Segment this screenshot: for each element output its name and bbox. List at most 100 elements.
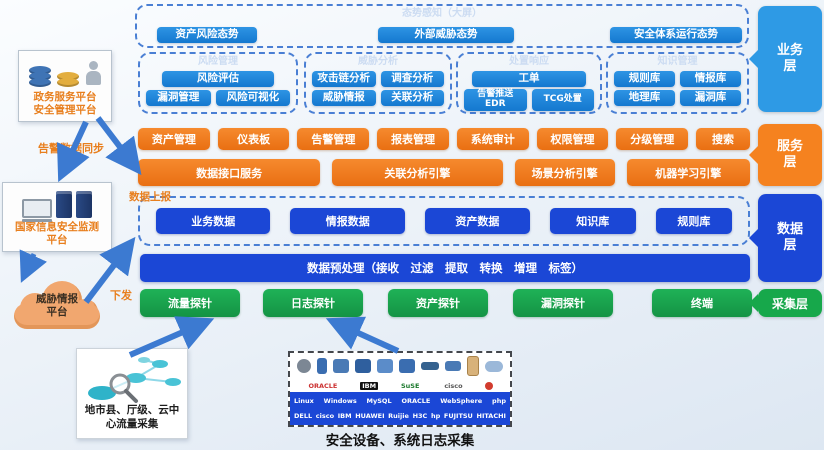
layer-tag-label: 数据层 — [776, 221, 803, 253]
service-grading-mgmt: 分级管理 — [616, 128, 689, 150]
service-alert-mgmt: 告警管理 — [297, 128, 370, 150]
vendor-logo: cisco — [315, 411, 335, 420]
router-icon — [445, 361, 461, 371]
data-layer-group: 业务数据 情报数据 资产数据 知识库 规则库 — [138, 196, 750, 246]
vendor-logo: HUAWEI — [355, 411, 385, 420]
data-knowledge-base: 知识库 — [549, 208, 636, 234]
pill-threat-intel: 威胁情报 — [312, 90, 376, 106]
globe-icon — [297, 359, 311, 373]
pill-rule-base: 规则库 — [614, 71, 675, 87]
gov-platform-icons — [29, 60, 101, 87]
vendor-logo: Linux — [294, 397, 314, 406]
logos-caption: 安全设备、系统日志采集 — [325, 433, 475, 449]
pill-vuln-management: 漏洞管理 — [146, 90, 211, 106]
pill-security-system-situation: 安全体系运行态势 — [610, 27, 742, 43]
brand-chip: cisco — [444, 381, 463, 390]
vendor-band: Linux Windows MySQL ORACLE WebSphere php… — [290, 392, 510, 425]
network-topology-icon — [88, 357, 181, 403]
service-report-mgmt: 报表管理 — [377, 128, 449, 150]
data-rule-base: 规则库 — [655, 208, 733, 234]
vendor-logo: DELL — [294, 411, 313, 420]
threat-intel-cloud-label: 威胁情报 平台 — [36, 293, 78, 318]
group-title: 处置响应 — [509, 56, 549, 67]
dispatch-label: 下发 — [110, 289, 132, 302]
arrow-logs-to-probe — [325, 316, 400, 354]
pill-investigation-analysis: 调查分析 — [380, 71, 444, 87]
layer-tag-data: 数据层 — [758, 194, 822, 282]
probe-asset: 资产探针 — [388, 289, 488, 317]
vendor-logo: hp — [430, 411, 441, 420]
group-title: 知识管理 — [657, 56, 698, 67]
data-asset: 资产数据 — [424, 208, 530, 234]
service-asset-mgmt: 资产管理 — [138, 128, 210, 150]
probe-terminal: 终端 — [652, 289, 752, 317]
national-monitor-box: 国家信息安全监测 平台 — [2, 182, 112, 252]
device-icon — [317, 358, 327, 374]
group-knowledge-management: 知识管理 规则库 情报库 地理库 漏洞库 — [606, 52, 749, 114]
probe-traffic: 流量探针 — [140, 289, 240, 317]
brand-chip: SuSE — [400, 381, 420, 390]
vendor-logo: HITACHI — [476, 411, 506, 420]
regional-traffic-caption: 地市县、厅级、云中 心流量采集 — [84, 404, 180, 430]
gov-platform-label-1: 政务服务平台 — [33, 90, 97, 103]
service-correlation-engine: 关联分析引擎 — [332, 159, 503, 186]
pill-asset-risk-situation: 资产风险态势 — [157, 27, 257, 43]
pill-correlation-analysis: 关联分析 — [380, 90, 444, 106]
regional-traffic-box: 地市县、厅级、云中 心流量采集 — [76, 348, 188, 439]
device-icon — [377, 359, 393, 373]
vendor-row-1: Linux Windows MySQL ORACLE WebSphere php — [294, 397, 506, 405]
national-monitor-icons — [22, 190, 92, 222]
device-icon — [355, 359, 371, 373]
pill-alert-push-edr: 告警推送 EDR — [464, 89, 527, 111]
vendor-logo: H3C — [412, 411, 428, 420]
national-monitor-label-1: 国家信息安全监测 — [15, 220, 99, 233]
alert-sync-label: 告警数据同步 — [38, 142, 104, 155]
pill-risk-visualization: 风险可视化 — [215, 90, 290, 106]
pill-attack-chain-analysis: 攻击链分析 — [312, 71, 376, 87]
service-row-2: 数据接口服务 关联分析引擎 场景分析引擎 机器学习引擎 — [138, 159, 750, 186]
service-search: 搜索 — [696, 128, 750, 150]
gov-platform-box: 政务服务平台 安全管理平台 — [18, 50, 112, 122]
service-ml-engine: 机器学习引擎 — [626, 159, 750, 186]
pill-risk-assessment: 风险评估 — [162, 71, 274, 87]
vendor-logo: IBM — [337, 411, 352, 420]
huawei-logo-icon — [485, 381, 494, 390]
service-system-audit: 系统审计 — [456, 128, 529, 150]
vendor-logo: MySQL — [366, 397, 392, 406]
group-response-handling: 处置响应 工单 告警推送 EDR TCG处置 — [456, 52, 602, 114]
group-title: 风险管理 — [198, 56, 238, 67]
pill-geo-base: 地理库 — [614, 90, 675, 106]
server-tower-icon — [56, 190, 72, 218]
national-monitor-label-2: 平台 — [46, 233, 68, 246]
vendor-row-2: DELL cisco IBM HUAWEI Ruijie H3C hp FUJI… — [294, 412, 506, 420]
brand-chip-row: ORACLE IBM SuSE cisco — [290, 379, 510, 392]
cloud-icon — [485, 360, 503, 372]
service-row-1: 资产管理 仪表板 告警管理 报表管理 系统审计 权限管理 分级管理 搜索 — [138, 128, 750, 150]
vendor-logo: FUJITSU — [443, 411, 473, 420]
group-threat-analysis: 威胁分析 攻击链分析 调查分析 威胁情报 关联分析 — [304, 52, 452, 114]
pill-vuln-base: 漏洞库 — [680, 90, 741, 106]
vendor-logo: Windows — [323, 397, 357, 406]
device-icon-row — [290, 353, 510, 379]
database-icon — [29, 65, 51, 87]
brand-chip: IBM — [360, 381, 379, 390]
server-tower-icon — [76, 190, 92, 218]
door-icon — [467, 356, 479, 376]
database-icon — [57, 71, 79, 87]
layer-tag-service: 服务层 — [758, 124, 822, 186]
layer-tag-label: 业务层 — [776, 42, 803, 74]
service-dashboard: 仪表板 — [217, 128, 290, 150]
vendor-logo: Ruijie — [388, 411, 409, 420]
data-intel: 情报数据 — [290, 208, 405, 234]
device-icon — [399, 359, 415, 373]
pill-work-order: 工单 — [472, 71, 586, 87]
service-permission-mgmt: 权限管理 — [536, 128, 609, 150]
preprocess-bar: 数据预处理（接收 过滤 提取 转换 增理 标签） — [140, 254, 750, 282]
group-risk-management: 风险管理 风险评估 漏洞管理 风险可视化 — [138, 52, 298, 114]
layer-tag-collect: 采集层 — [758, 289, 822, 317]
layer-tag-label: 服务层 — [776, 138, 803, 170]
user-icon — [85, 60, 101, 87]
arrow-national-to-cloud — [19, 249, 47, 283]
gov-platform-label-2: 安全管理平台 — [33, 103, 97, 116]
